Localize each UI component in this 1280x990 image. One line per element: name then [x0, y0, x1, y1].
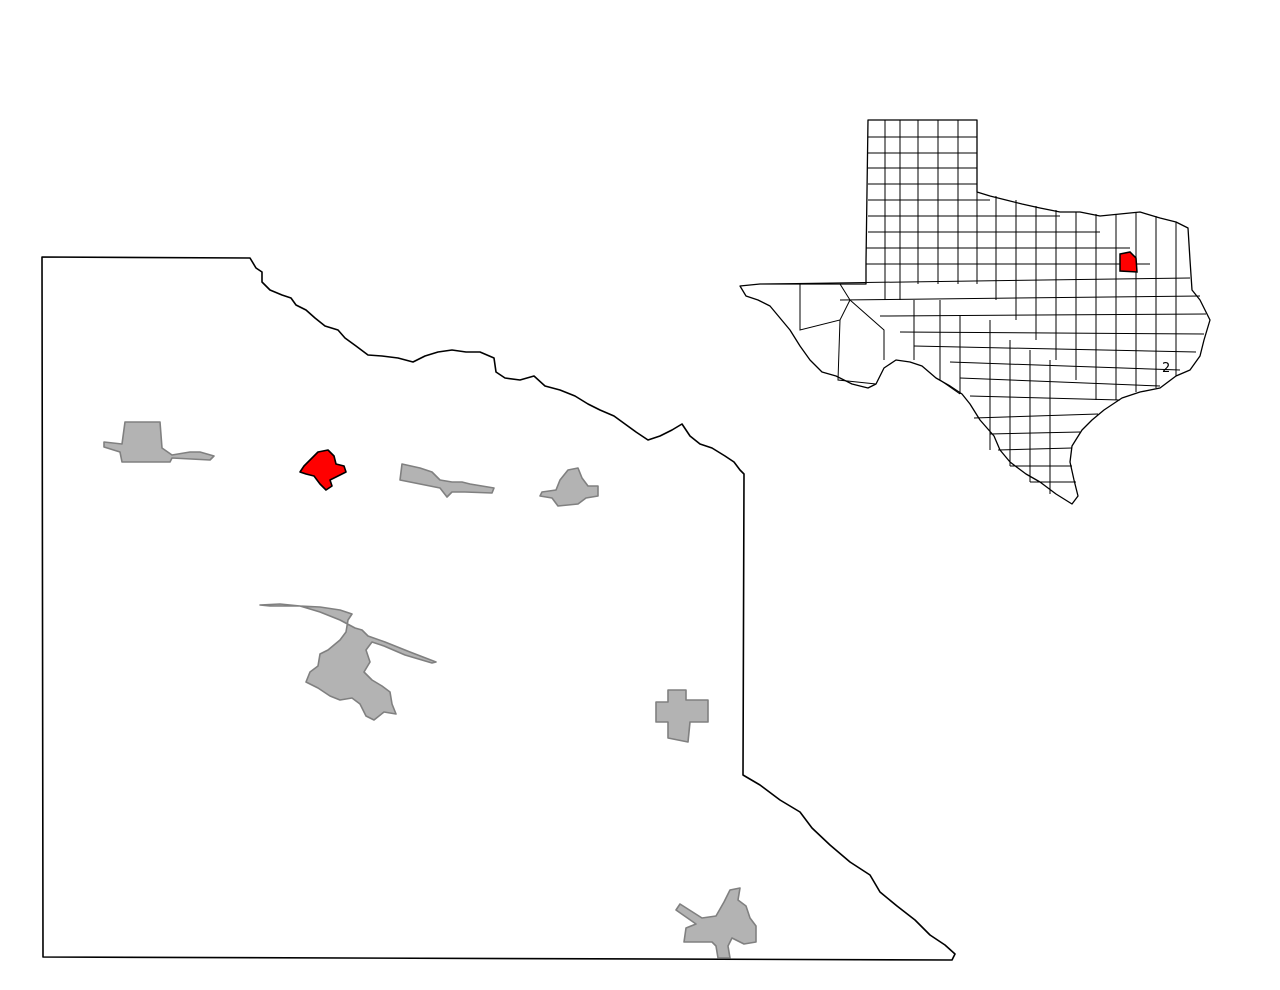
inset-label: 2 — [1162, 361, 1170, 376]
place-northeast — [539, 467, 599, 507]
place-west — [103, 421, 215, 463]
county-map — [41, 256, 956, 961]
place-north-center — [399, 463, 495, 498]
place-central — [259, 603, 437, 721]
texas-outline — [739, 119, 1211, 505]
place-south — [675, 887, 757, 959]
place-east — [655, 689, 709, 743]
highlighted-county-inset — [1119, 251, 1138, 273]
county-boundary — [41, 256, 956, 961]
texas-inset: 2 — [739, 119, 1211, 505]
texas-county-lines — [759, 120, 1207, 494]
place-highlighted — [299, 449, 347, 491]
